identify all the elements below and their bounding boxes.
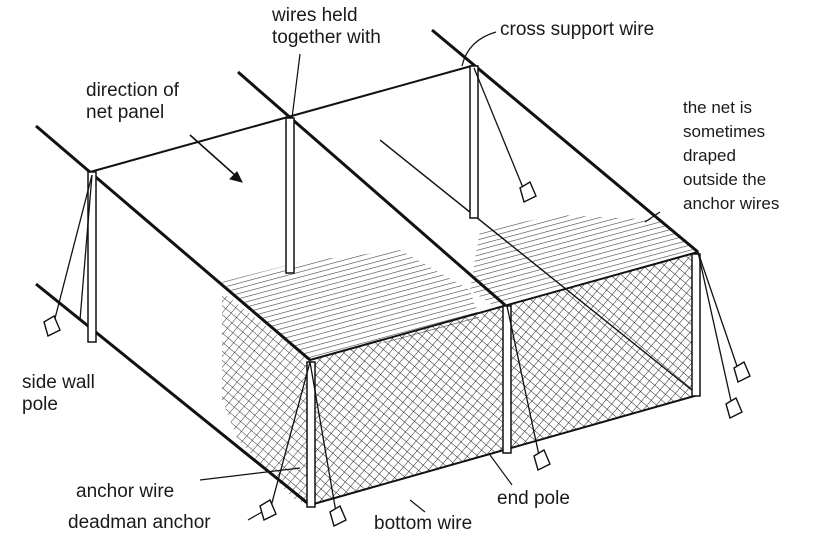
anchor-icon xyxy=(725,396,743,420)
bottom-side-wire xyxy=(35,282,311,507)
label-direction-of-net-panel: direction of net panel xyxy=(86,80,179,123)
poles xyxy=(87,65,701,508)
roof-net-hatch-left xyxy=(222,250,480,360)
anchor-wires xyxy=(51,67,741,519)
side-wall-pole-middle xyxy=(285,117,295,274)
anchor-icon xyxy=(43,314,61,338)
label-deadman-anchor: deadman anchor xyxy=(68,512,211,533)
label-cross-support-wire: cross support wire xyxy=(500,19,655,40)
label-anchor-wire: anchor wire xyxy=(76,481,175,502)
end-pole-front xyxy=(306,361,316,508)
roof-net-hatch-right xyxy=(470,215,695,310)
end-pole-right xyxy=(691,253,701,397)
anchor-icon xyxy=(533,448,551,472)
left-long-wire xyxy=(35,124,311,362)
diagonal-wire xyxy=(379,139,699,396)
direction-arrow xyxy=(189,134,243,183)
label-net-draped: the net is sometimes draped outside the … xyxy=(683,98,780,213)
label-side-wall-pole: side wall pole xyxy=(22,372,95,415)
side-net-panel xyxy=(222,292,310,505)
label-wires-held: wires held together with xyxy=(272,5,381,48)
anchor-icon xyxy=(329,504,347,528)
label-bottom-wire: bottom wire xyxy=(374,513,473,534)
leader-lines xyxy=(199,31,661,521)
side-wall-pole-left xyxy=(87,171,97,343)
label-end-pole: end pole xyxy=(497,488,570,509)
middle-long-wire xyxy=(237,70,506,307)
side-wall-pole-right xyxy=(469,65,479,219)
deadman-anchors xyxy=(43,180,751,528)
anchor-icon xyxy=(259,498,277,522)
anchor-icon xyxy=(733,360,751,384)
anchor-icon xyxy=(519,180,537,204)
end-pole-middle xyxy=(502,305,512,454)
